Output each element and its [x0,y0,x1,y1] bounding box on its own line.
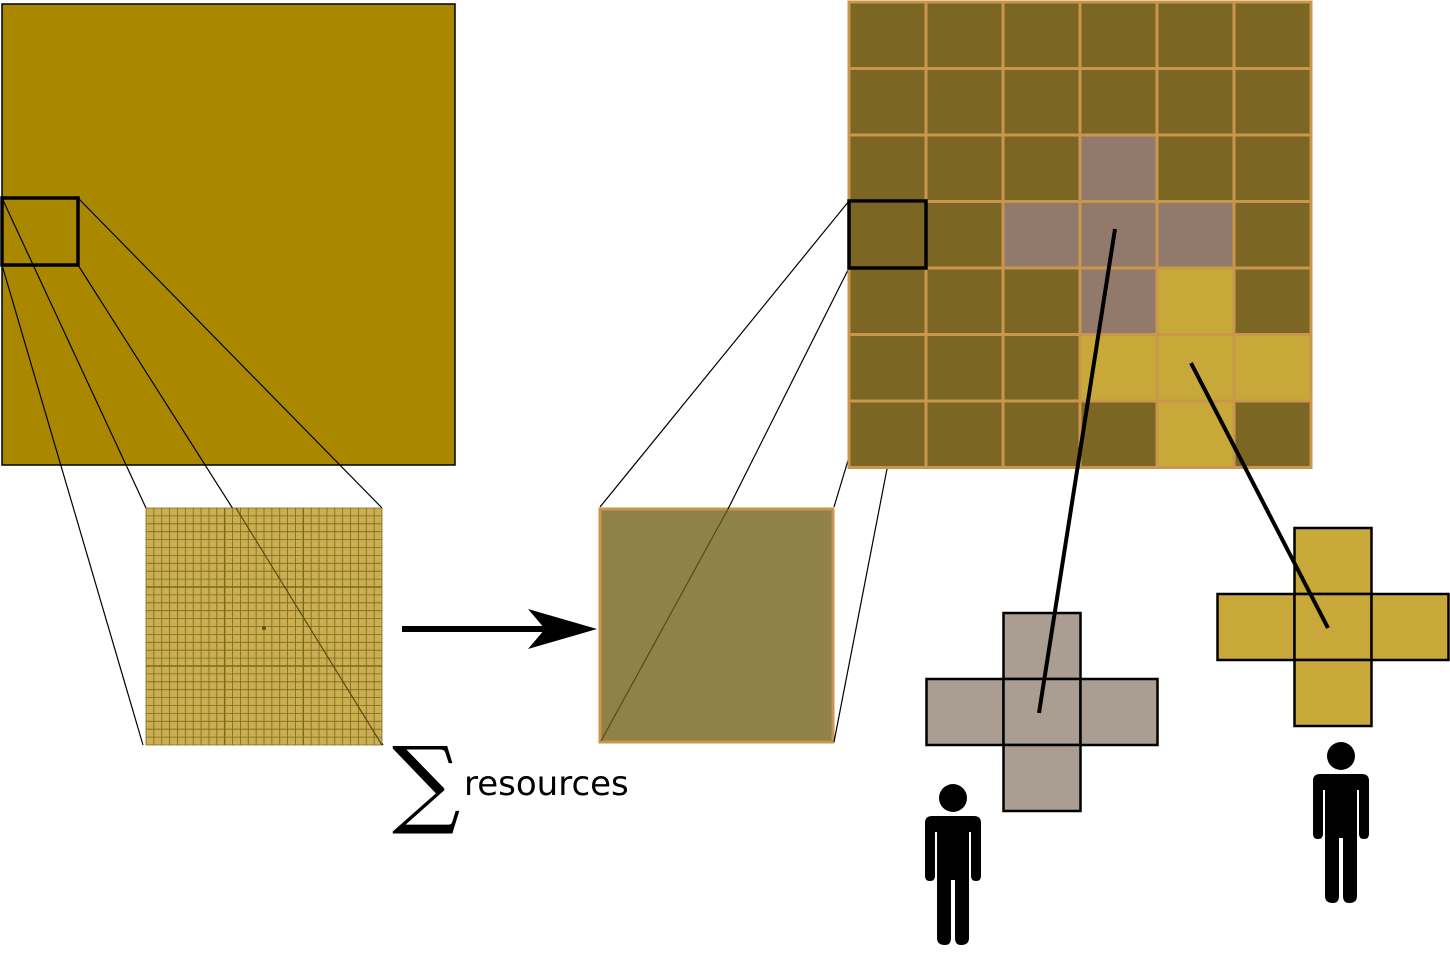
grid-cell [847,200,928,270]
grid-cell [1232,200,1313,270]
grid-cell-agent-a [1078,200,1159,270]
grid-cell-agent-b [1155,399,1236,469]
grid-cell [1232,133,1313,203]
fine-grid-diagonal [235,507,383,746]
zoom-line [727,267,850,510]
grid-cell [1155,0,1236,70]
fine-grid-center-dot [262,626,266,630]
grid-zoom-box [847,199,928,270]
grid-cell [1001,333,1082,403]
grid-cell [1232,266,1313,336]
cross-cell [1002,611,1082,681]
grid-cell [924,133,1005,203]
aggregated-cell [598,507,835,744]
zoom-line [1,197,147,509]
grid-cell [1001,0,1082,70]
grid-cell [924,0,1005,70]
grid-cell [924,67,1005,137]
zoom-line [1,264,144,746]
grid-cell [924,200,1005,270]
grid-cell [1078,67,1159,137]
person-icon [925,784,981,945]
cross-cell [1293,592,1373,662]
grid-cell [924,399,1005,469]
cross-cell [925,677,1005,747]
cross-cell [1293,526,1373,596]
grid-cell-agent-b [1155,266,1236,336]
aggregated-cell-square [598,507,835,744]
grid-cell [1078,0,1159,70]
zoom-line [77,197,383,509]
agent-a-perception-cross [925,611,1159,813]
agent-a-link-line [1037,228,1117,714]
grid-cell [1232,0,1313,70]
grid-cell-agent-b [1232,333,1313,403]
grid-cell [1232,67,1313,137]
grid-cell [1001,133,1082,203]
agent-b-perception-cross [1216,526,1450,728]
person-icon [1313,742,1369,903]
landscape-zoom-box [0,196,80,267]
grid-cell-agent-a [1001,200,1082,270]
grid-cell [847,266,928,336]
grid-cell [1155,133,1236,203]
cross-cell [1370,592,1450,662]
cross-cell [1293,658,1373,728]
cross-cell [1002,743,1082,813]
landscape-panel [0,3,456,466]
agent-b-link-line [1189,362,1330,629]
grid-cell [847,0,928,70]
grid-cell [1155,67,1236,137]
cross-cell [1079,677,1159,747]
grid-cell [847,333,928,403]
cross-cell [1216,592,1296,662]
sigma-symbol: ∑ [392,726,461,838]
grid-cell [1078,399,1159,469]
grid-cell [847,399,928,469]
grid-cell [1001,266,1082,336]
grid-cell [1232,399,1313,469]
grid-cell-agent-a [1078,266,1159,336]
grid-cell [1001,67,1082,137]
right-arrow-icon [402,609,597,649]
grid-cell [924,333,1005,403]
coarse-resource-grid [847,0,1313,469]
grid-cell [847,133,928,203]
grid-cell-agent-a [1078,133,1159,203]
zoom-line [599,200,850,508]
resources-label: resources [464,764,629,804]
grid-cell [847,67,928,137]
fine-resolution-grid [145,507,383,746]
landscape-square [1,3,456,466]
grid-cell [924,266,1005,336]
aggregated-cell-diagonal [600,508,729,742]
grid-cell [1001,399,1082,469]
grid-cell-agent-a [1155,200,1236,270]
